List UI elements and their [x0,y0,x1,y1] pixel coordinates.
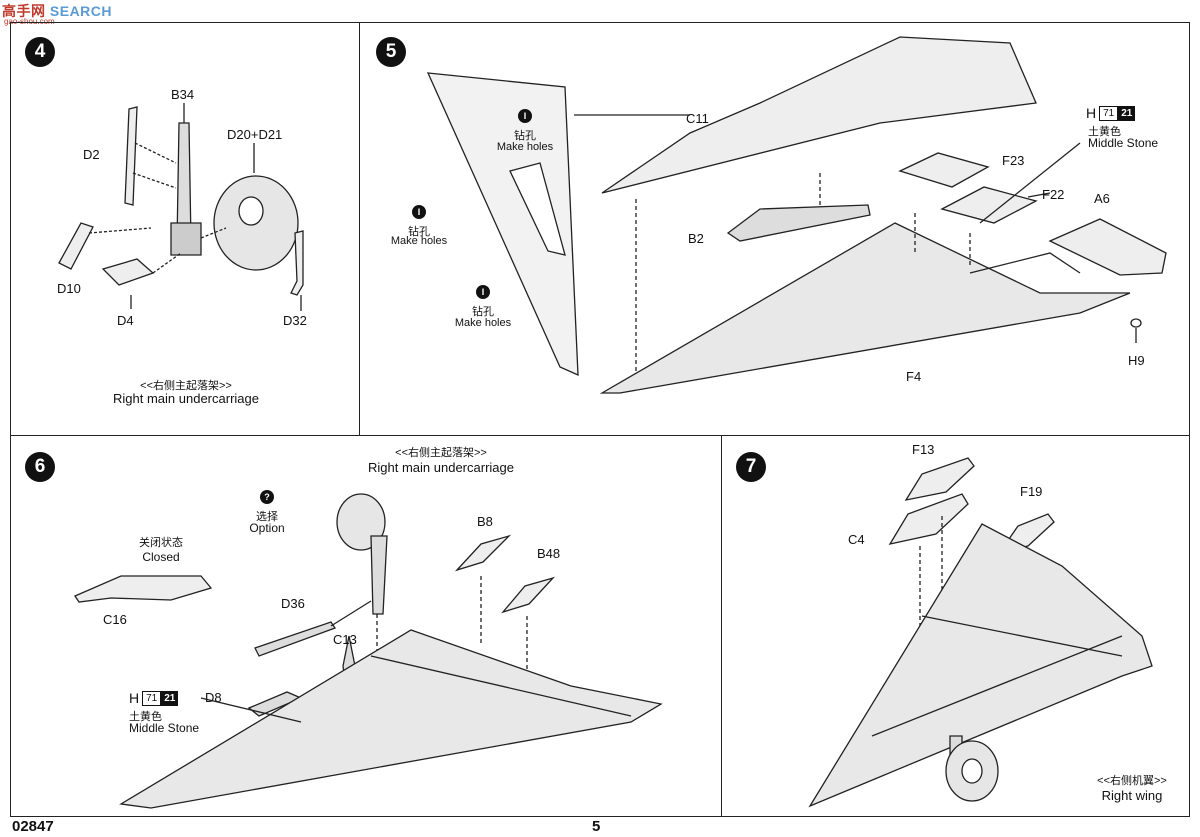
paint-name-cn: 土黄色 [129,711,162,723]
paint-chip: H 71 21 [129,690,179,706]
option-cn: 选择 [256,511,278,523]
step-6-caption-en: Right main undercarriage [368,460,514,475]
step-5-panel: 5 I 钻孔 Make holes [359,22,1190,436]
closed-en: Closed [142,550,180,564]
drill-note-en-2: Make holes [390,235,448,247]
label-d2: D2 [83,147,100,162]
step-6-wing-drawing [74,493,663,809]
manual-code: 02847 [12,818,54,835]
step-7-caption-en: Right wing [1101,788,1163,803]
label-c13: C13 [333,632,357,647]
watermark-brand: 高手网 [2,3,46,19]
label-c4: C4 [848,532,865,547]
watermark-url: gao-shou.com [4,17,55,26]
watermark-logo: 高手网 SEARCH [2,1,112,21]
label-c11: C11 [686,111,709,126]
step-7-number: 7 [736,452,766,482]
label-a6: A6 [1094,191,1110,206]
drill-icon: I [412,205,426,219]
drill-icon: I [476,285,490,299]
label-b48: B48 [537,546,561,561]
drill-note-cn-3: 钻孔 [472,306,494,318]
label-d8: D8 [205,690,222,705]
drill-note-cn-1: 钻孔 [514,130,536,142]
label-d4: D4 [117,313,134,328]
step-6-number: 6 [25,452,55,482]
label-f19: F19 [1020,484,1043,499]
paint-code-71: 71 [142,690,162,706]
label-b34: B34 [171,87,195,102]
drill-icon: I [518,109,532,123]
option-en: Option [249,521,285,535]
drill-note-en-3: Make holes [454,317,512,329]
closed-cn: 关闭状态 [139,537,183,549]
paint-name-en: Middle Stone [129,721,200,735]
label-d20-d21: D20+D21 [227,127,283,142]
step-4-caption-en: Right main undercarriage [113,391,259,406]
drill-note-cn-2: 钻孔 [408,226,430,238]
drill-note-en-1: Make holes [496,141,554,153]
label-h9: H9 [1128,353,1145,368]
page-number: 5 [592,818,601,835]
step-5-number: 5 [376,37,406,67]
watermark-search: SEARCH [49,3,113,19]
label-f4: F4 [906,369,922,384]
step-5-wing-drawing [426,36,1167,394]
paint-code-21: 21 [161,690,179,706]
label-b8: B8 [477,514,493,529]
paint-h: H [129,690,140,706]
paint-name-en: Middle Stone [1088,136,1159,150]
label-d36: D36 [281,596,305,611]
step-7-caption-cn: <<右侧机翼>> [1097,775,1167,787]
step-7-panel: 7 F13 F19 C4 <<右侧机翼>> Right wing [721,435,1190,817]
step-6-panel: 6 <<右侧主起落架>> Right main undercarriage [10,435,722,817]
label-d32: D32 [283,313,307,328]
label-f22: F22 [1042,187,1065,202]
step-6-caption-cn: <<右侧主起落架>> [395,447,487,459]
step-4-undercarriage-drawing [58,103,304,311]
paint-name-cn: 土黄色 [1088,126,1121,138]
label-f23: F23 [1002,153,1025,168]
paint-code-71: 71 [1099,105,1119,121]
paint-code-21: 21 [1118,105,1136,121]
label-c16: C16 [103,612,127,627]
step-4-panel: 4 B34 D2 D20+D21 [10,22,360,436]
label-b2: B2 [688,231,704,246]
paint-chip: H 71 21 [1086,105,1136,121]
step-7-wing-drawing [808,457,1153,808]
label-d10: D10 [57,281,81,296]
paint-h: H [1086,105,1097,121]
step-4-caption-cn: <<右侧主起落架>> [140,380,232,392]
step-4-number: 4 [25,37,55,67]
label-f13: F13 [912,442,935,457]
option-icon: ? [260,490,274,504]
